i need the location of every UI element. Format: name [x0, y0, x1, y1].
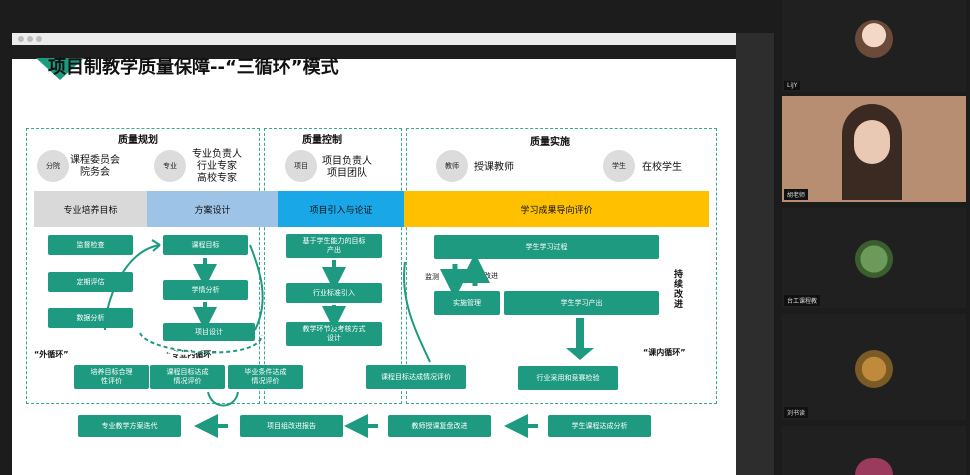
section-implement: [406, 128, 717, 404]
avatar: [855, 458, 893, 475]
outer-loop-line: [104, 244, 161, 331]
label-outer-loop: “外循环”: [34, 350, 69, 359]
participant-tile-4[interactable]: 刘书读: [782, 314, 966, 420]
avatar: [855, 20, 893, 58]
box-supervision: 监督检查: [48, 235, 133, 255]
box-industry-competition: 行业采用和竞赛检验: [518, 366, 618, 390]
box-course-achievement: 课程目标达成 情况评价: [150, 365, 225, 389]
participant-tile-1[interactable]: LiJY: [782, 0, 966, 92]
planning-heading: 质量规划: [118, 135, 158, 146]
circle-student: 学生: [603, 150, 635, 182]
box-project-design: 项目设计: [163, 323, 255, 341]
box-industry-standard: 行业标准引入: [286, 283, 382, 303]
arrow-head: [566, 348, 594, 360]
avatar: [855, 350, 893, 388]
label-improve: 改进: [484, 272, 498, 280]
label-monitor: 监测: [425, 273, 439, 281]
window-dot-icon[interactable]: [18, 36, 24, 42]
major-loop-line: [139, 332, 263, 354]
band-project-intro: 项目引入与论证: [278, 191, 404, 227]
window-dot-icon[interactable]: [27, 36, 33, 42]
box-periodic-eval: 定期评估: [48, 272, 133, 292]
box-teacher-review: 教师授课复盘改进: [388, 415, 491, 437]
label-continuous-improve: 持 续 改 进: [674, 270, 684, 310]
participant-tile-5[interactable]: [782, 426, 966, 475]
role-student: 在校学生: [642, 162, 682, 173]
role-major-lead: 专业负责人 行业专家 高校专家: [192, 149, 242, 184]
box-learner-analysis: 学情分析: [163, 280, 248, 300]
circle-major: 专业: [154, 150, 186, 182]
box-graduation-achievement: 毕业条件达成 情况评价: [228, 365, 303, 389]
circle-teacher: 教师: [436, 150, 468, 182]
box-learning-output: 学生学习产出: [504, 291, 659, 315]
box-capability-goal: 基于学生能力的目标 产出: [286, 234, 382, 258]
participant-tile-3[interactable]: 台工课程教: [782, 208, 966, 308]
share-toolbar: [12, 33, 736, 45]
participant-name: LiJY: [784, 81, 801, 90]
participant-tile-2[interactable]: 胡老师: [782, 96, 966, 202]
video-face: [854, 120, 890, 164]
slide-title: 项目制教学质量保障--“三循环”模式: [48, 57, 339, 78]
box-goal-rationality: 培养目标合理 性评价: [74, 365, 149, 389]
label-major-loop: “专业内循环”: [166, 350, 217, 359]
circle-college: 分院: [37, 150, 69, 182]
participant-name: 刘书读: [784, 407, 809, 418]
label-course-loop: “课内循环”: [643, 348, 686, 357]
band-plan-design: 方案设计: [147, 191, 278, 227]
box-course-goal: 课程目标: [163, 235, 248, 255]
decor-triangle: [36, 58, 84, 80]
participant-name: 胡老师: [784, 189, 809, 200]
box-course-goal-eval: 课程目标达成情况评价: [366, 365, 466, 389]
band-major-goal: 专业培养目标: [34, 191, 147, 227]
flow-arrows: [104, 239, 594, 438]
box-plan-iteration: 专业教学方案迭代: [78, 415, 181, 437]
box-team-report: 项目组改进报告: [240, 415, 343, 437]
section-control: [264, 128, 402, 404]
participant-name: 台工课程教: [784, 295, 821, 306]
section-planning: [26, 128, 260, 404]
role-teacher: 授课教师: [474, 162, 514, 173]
window-dot-icon[interactable]: [36, 36, 42, 42]
scroll-gap: [736, 33, 774, 475]
box-student-analysis: 学生课程达成分析: [548, 415, 651, 437]
role-project-lead: 项目负责人 项目团队: [322, 156, 372, 179]
circle-project: 项目: [285, 150, 317, 182]
control-heading: 质量控制: [302, 135, 342, 146]
share-edge: [12, 45, 736, 59]
role-committee: 课程委员会 院务会: [70, 155, 120, 178]
band-outcome-eval: 学习成果导向评价: [404, 191, 709, 227]
implement-heading: 质量实施: [530, 137, 570, 148]
box-data-analysis: 数据分析: [48, 308, 133, 328]
avatar: [855, 240, 893, 278]
